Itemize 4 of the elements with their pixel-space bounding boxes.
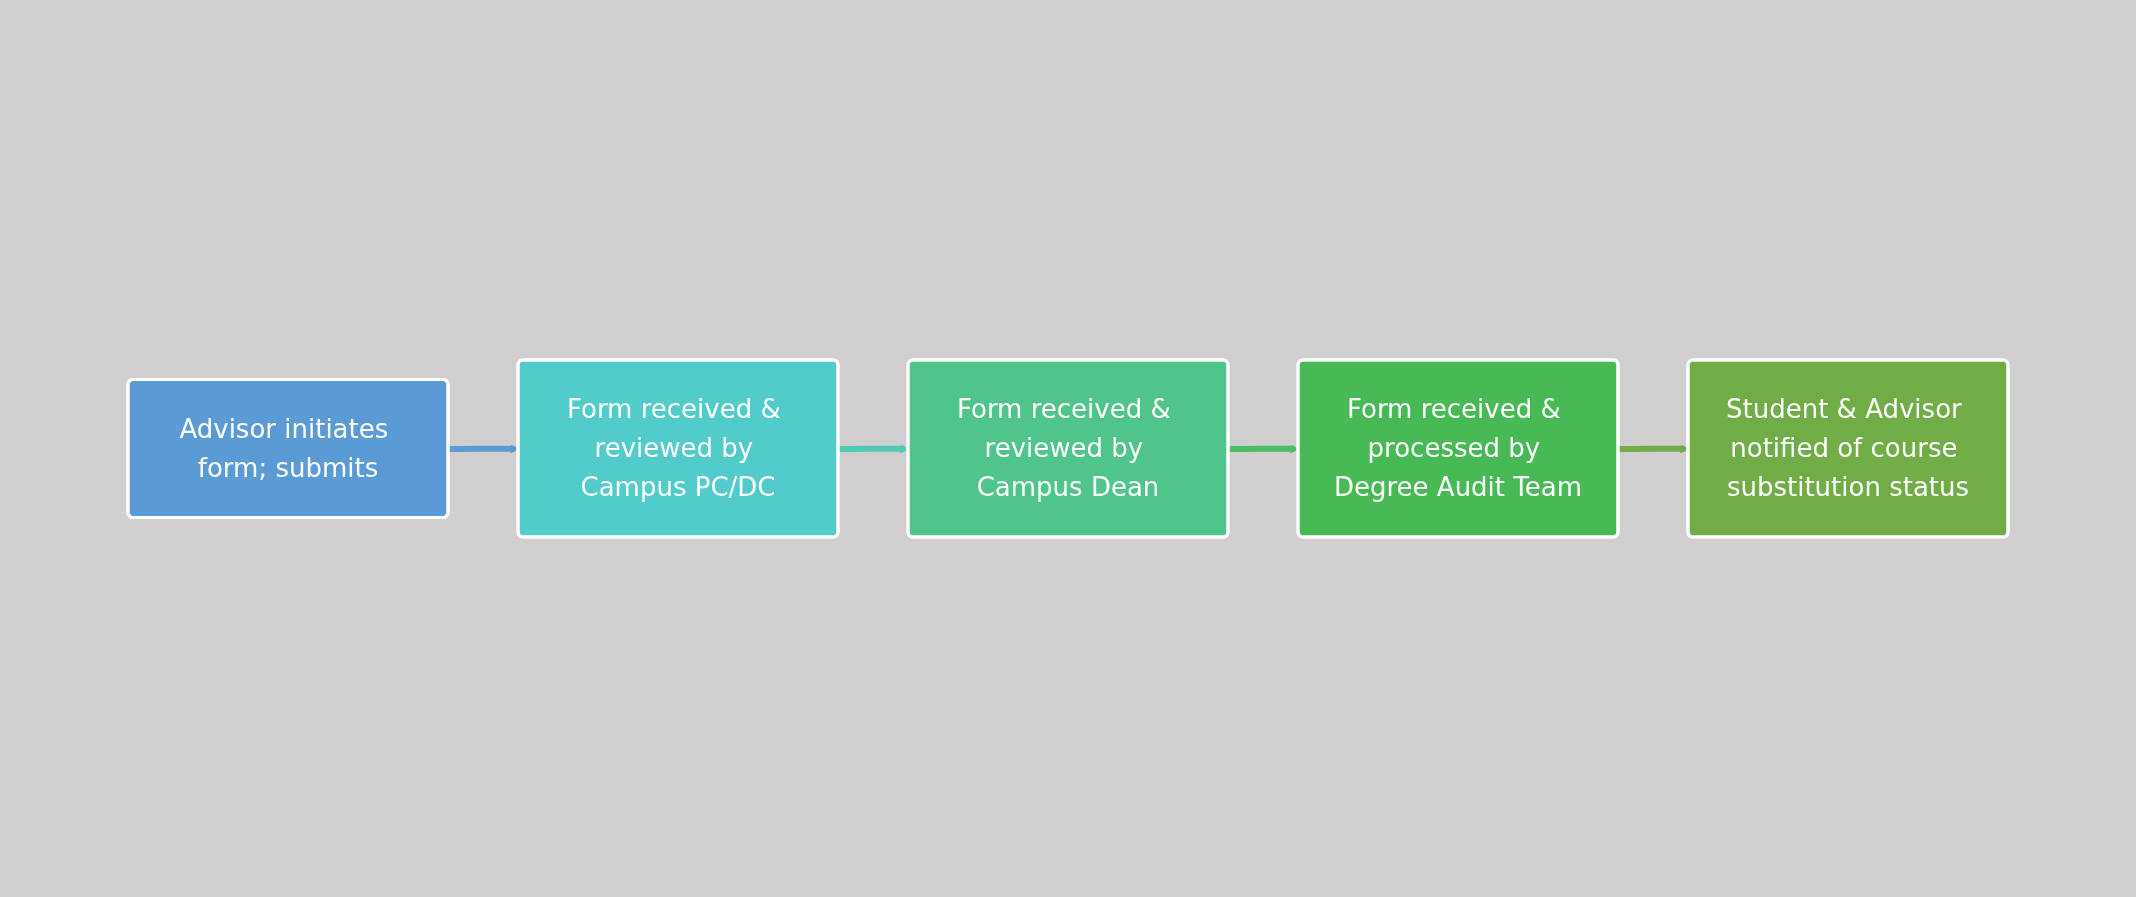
arrow [1228,444,1299,454]
arrow [1618,444,1689,454]
arrow [448,444,519,454]
arrow [838,444,909,454]
